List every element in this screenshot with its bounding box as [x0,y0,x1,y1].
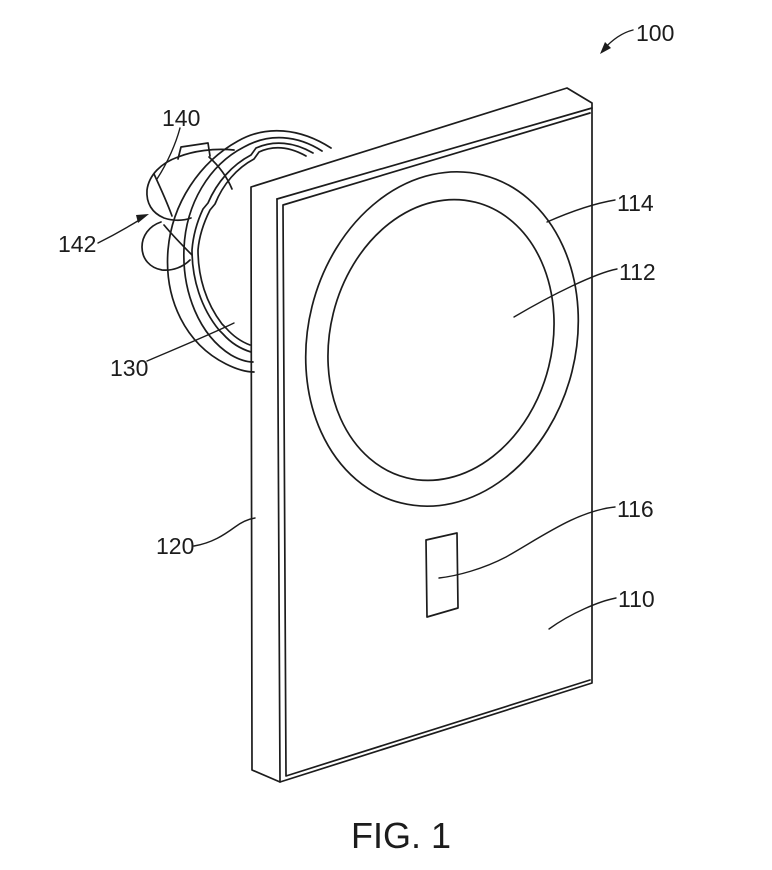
vent-clip [141,142,235,271]
mount-disc-outer-rim-arc [166,129,332,373]
plate-outer-silhouette [250,87,593,783]
charging-ring [304,170,580,508]
figure-caption: FIG. 1 [351,815,451,856]
ref-numeral-120: 120 [156,533,194,559]
ref-numeral-114: 114 [617,190,654,216]
ref-numeral-112: 112 [619,259,656,285]
arrowhead-142 [136,214,149,223]
leader-line-110 [548,597,617,630]
ref-numeral-100: 100 [636,20,674,46]
vent-mount-disc [166,129,332,373]
arrowhead-100 [600,42,611,54]
leader-line-116 [438,506,616,579]
plate-front-left-edge [276,198,281,783]
charging-ring-outer-ellipse [304,170,580,508]
device-plate [250,87,593,783]
ref-numeral-142: 142 [58,231,96,257]
leader-line-114 [546,199,616,223]
mount-disc-rim-arc-4 [197,146,307,346]
vent-clip-tab-edge [208,156,233,190]
mount-disc-rim-arc-3 [191,142,314,353]
vent-clip-top-tab [177,142,211,160]
ref-numeral-130: 130 [110,355,148,381]
plate-front-top-edge [276,107,593,200]
arrowheads [136,42,611,223]
alignment-window [425,532,459,618]
leader-line-120 [193,517,256,547]
vent-clip-upper-prong-crease [153,173,173,217]
leader-line-130 [146,322,235,362]
vent-clip-lower-prong-crease [163,224,193,256]
ref-numeral-110: 110 [618,586,655,612]
ref-numeral-140: 140 [162,105,200,131]
vent-clip-lower-prong [141,221,191,271]
plate-chamfer-line [282,112,591,777]
charging-ring-inner-ellipse [327,198,555,482]
leader-arrow-142 [97,218,142,244]
leader-line-112 [513,268,618,318]
ref-numeral-116: 116 [617,496,654,522]
leader-line-140 [156,127,181,180]
vent-clip-upper-prong [146,148,235,222]
reference-numerals: 100 140 142 130 120 114 112 116 110 [58,20,674,612]
